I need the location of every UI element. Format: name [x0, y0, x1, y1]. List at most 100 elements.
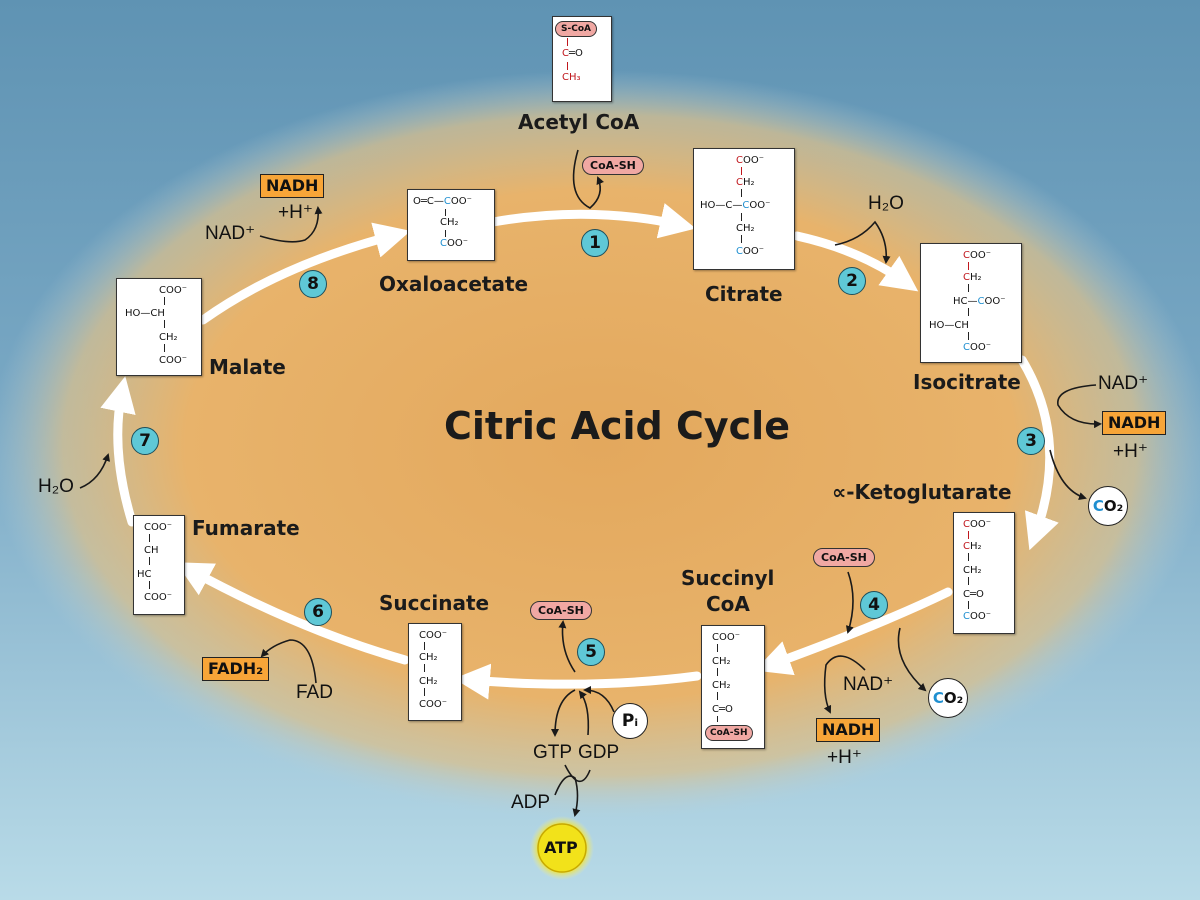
bond [741, 235, 742, 243]
co2-step3: CO₂ [1088, 486, 1128, 526]
oxaloacetate-line2: CH₂ [440, 217, 459, 228]
succinate-structure: COO⁻ CH₂ CH₂ COO⁻ [408, 623, 462, 721]
pi-step5: Pᵢ [612, 703, 648, 739]
side-arrows [79, 149, 1102, 817]
succinyl-coa-line2: CH₂ [712, 656, 731, 667]
bond [968, 262, 969, 270]
acetyl-coa-arrow [572, 149, 604, 209]
malate-line2: HO—CH [125, 308, 165, 319]
arrow-step-1 [488, 203, 696, 239]
acetyl-coa-structure: S-CoA C═O CH₃ [552, 16, 612, 102]
isocitrate-line1: COO⁻ [963, 250, 992, 261]
fumarate-line4: COO⁻ [144, 592, 173, 603]
acetyl-methyl: CH₃ [562, 72, 581, 83]
fumarate-line1: COO⁻ [144, 522, 173, 533]
bond [149, 581, 150, 589]
h-plus-step4: +H⁺ [827, 747, 862, 768]
succinate-line3: CH₂ [419, 676, 438, 687]
fumarate-label: Fumarate [192, 516, 300, 540]
succinate-line2: CH₂ [419, 652, 438, 663]
isocitrate-line4: HO—CH [929, 320, 969, 331]
nad-arrow-3 [1057, 384, 1102, 429]
gdp-label: GDP [578, 742, 620, 763]
arrow-step-2 [792, 231, 919, 292]
succinyl-coa-label-line1: Succinyl [681, 566, 775, 590]
succinyl-coa-structure: COO⁻ CH₂ CH₂ C═O CoA-SH [701, 625, 765, 749]
isocitrate-line5: COO⁻ [963, 342, 992, 353]
acetyl-coa-label: Acetyl CoA [518, 110, 640, 134]
ketoglutarate-line5: COO⁻ [963, 611, 992, 622]
step-2-badge: 2 [838, 267, 866, 295]
nad-arrow-8 [259, 206, 323, 243]
arrow-step-3 [1017, 355, 1059, 551]
bond [717, 692, 718, 700]
step-1-badge: 1 [581, 229, 609, 257]
citrate-structure: COO⁻ CH₂ HO—C—COO⁻ CH₂ COO⁻ [693, 148, 795, 270]
nadh-step8: NADH [260, 174, 325, 198]
s-coa-pill: S-CoA [555, 21, 597, 37]
citrate-line3: HO—C—COO⁻ [700, 200, 771, 211]
h-plus-step3: +H⁺ [1113, 441, 1148, 462]
succinyl-coa-sh-pill: CoA-SH [705, 725, 753, 741]
bond [968, 531, 969, 539]
gtp-arrow [551, 689, 576, 737]
isocitrate-label: Isocitrate [913, 370, 1021, 394]
atp-disc [537, 823, 587, 873]
malate-line1: COO⁻ [159, 285, 188, 296]
coa-sh-step1: CoA-SH [582, 156, 644, 175]
nad-arrow-4 [823, 655, 866, 714]
succinyl-coa-line3: CH₂ [712, 680, 731, 691]
diagram-title: Citric Acid Cycle [444, 404, 790, 448]
atp-label: ATP [544, 838, 578, 857]
co2-step4: CO₂ [928, 678, 968, 718]
succinyl-coa-line1: COO⁻ [712, 632, 741, 643]
h-plus-step8: +H⁺ [278, 202, 313, 223]
isocitrate-line2: CH₂ [963, 272, 982, 283]
h2o-step7: H₂O [38, 476, 74, 497]
nadh-step3: NADH [1102, 411, 1167, 435]
step-8-badge: 8 [299, 270, 327, 298]
acetyl-carbonyl: C═O [562, 48, 583, 59]
isocitrate-line3: HC—COO⁻ [953, 296, 1006, 307]
step-5-badge: 5 [577, 638, 605, 666]
malate-line3: CH₂ [159, 332, 178, 343]
coa-sh-step4: CoA-SH [813, 548, 875, 567]
co2-arrow-3 [1049, 449, 1087, 500]
citrate-line1: COO⁻ [736, 155, 765, 166]
bond [164, 297, 165, 305]
malate-structure: COO⁻ HO—CH CH₂ COO⁻ [116, 278, 202, 376]
fumarate-line2: CH [144, 545, 159, 556]
adp-label: ADP [511, 792, 551, 813]
coa-in-arrow-4 [845, 571, 854, 634]
arrow-step-7 [100, 376, 137, 527]
h2o-step2: H₂O [868, 193, 904, 214]
bond [741, 213, 742, 221]
bond [968, 601, 969, 609]
malate-label: Malate [209, 355, 286, 379]
bond [149, 557, 150, 565]
bond [968, 284, 969, 292]
fumarate-structure: COO⁻ CH HC COO⁻ [133, 515, 185, 615]
citrate-line2: CH₂ [736, 177, 755, 188]
oxaloacetate-label: Oxaloacetate [379, 272, 529, 296]
coa-sh-step5: CoA-SH [530, 601, 592, 620]
bond [445, 209, 446, 216]
bond [968, 332, 969, 340]
oxaloacetate-line3: COO⁻ [440, 238, 469, 249]
bond [968, 308, 969, 316]
coa-out-arrow-5 [558, 620, 576, 673]
ketoglutarate-line4: C═O [963, 589, 984, 600]
pi-arrow-5 [583, 686, 615, 713]
isocitrate-structure: COO⁻ CH₂ HC—COO⁻ HO—CH COO⁻ [920, 243, 1022, 363]
adp-arrow [554, 775, 581, 817]
bond [149, 534, 150, 542]
bond [424, 642, 425, 650]
co2-arrow-4 [897, 627, 927, 692]
arrow-step-6 [175, 562, 410, 665]
bond [717, 644, 718, 652]
malate-line4: COO⁻ [159, 355, 188, 366]
cycle-arrows [100, 203, 1059, 700]
step-7-badge: 7 [131, 427, 159, 455]
